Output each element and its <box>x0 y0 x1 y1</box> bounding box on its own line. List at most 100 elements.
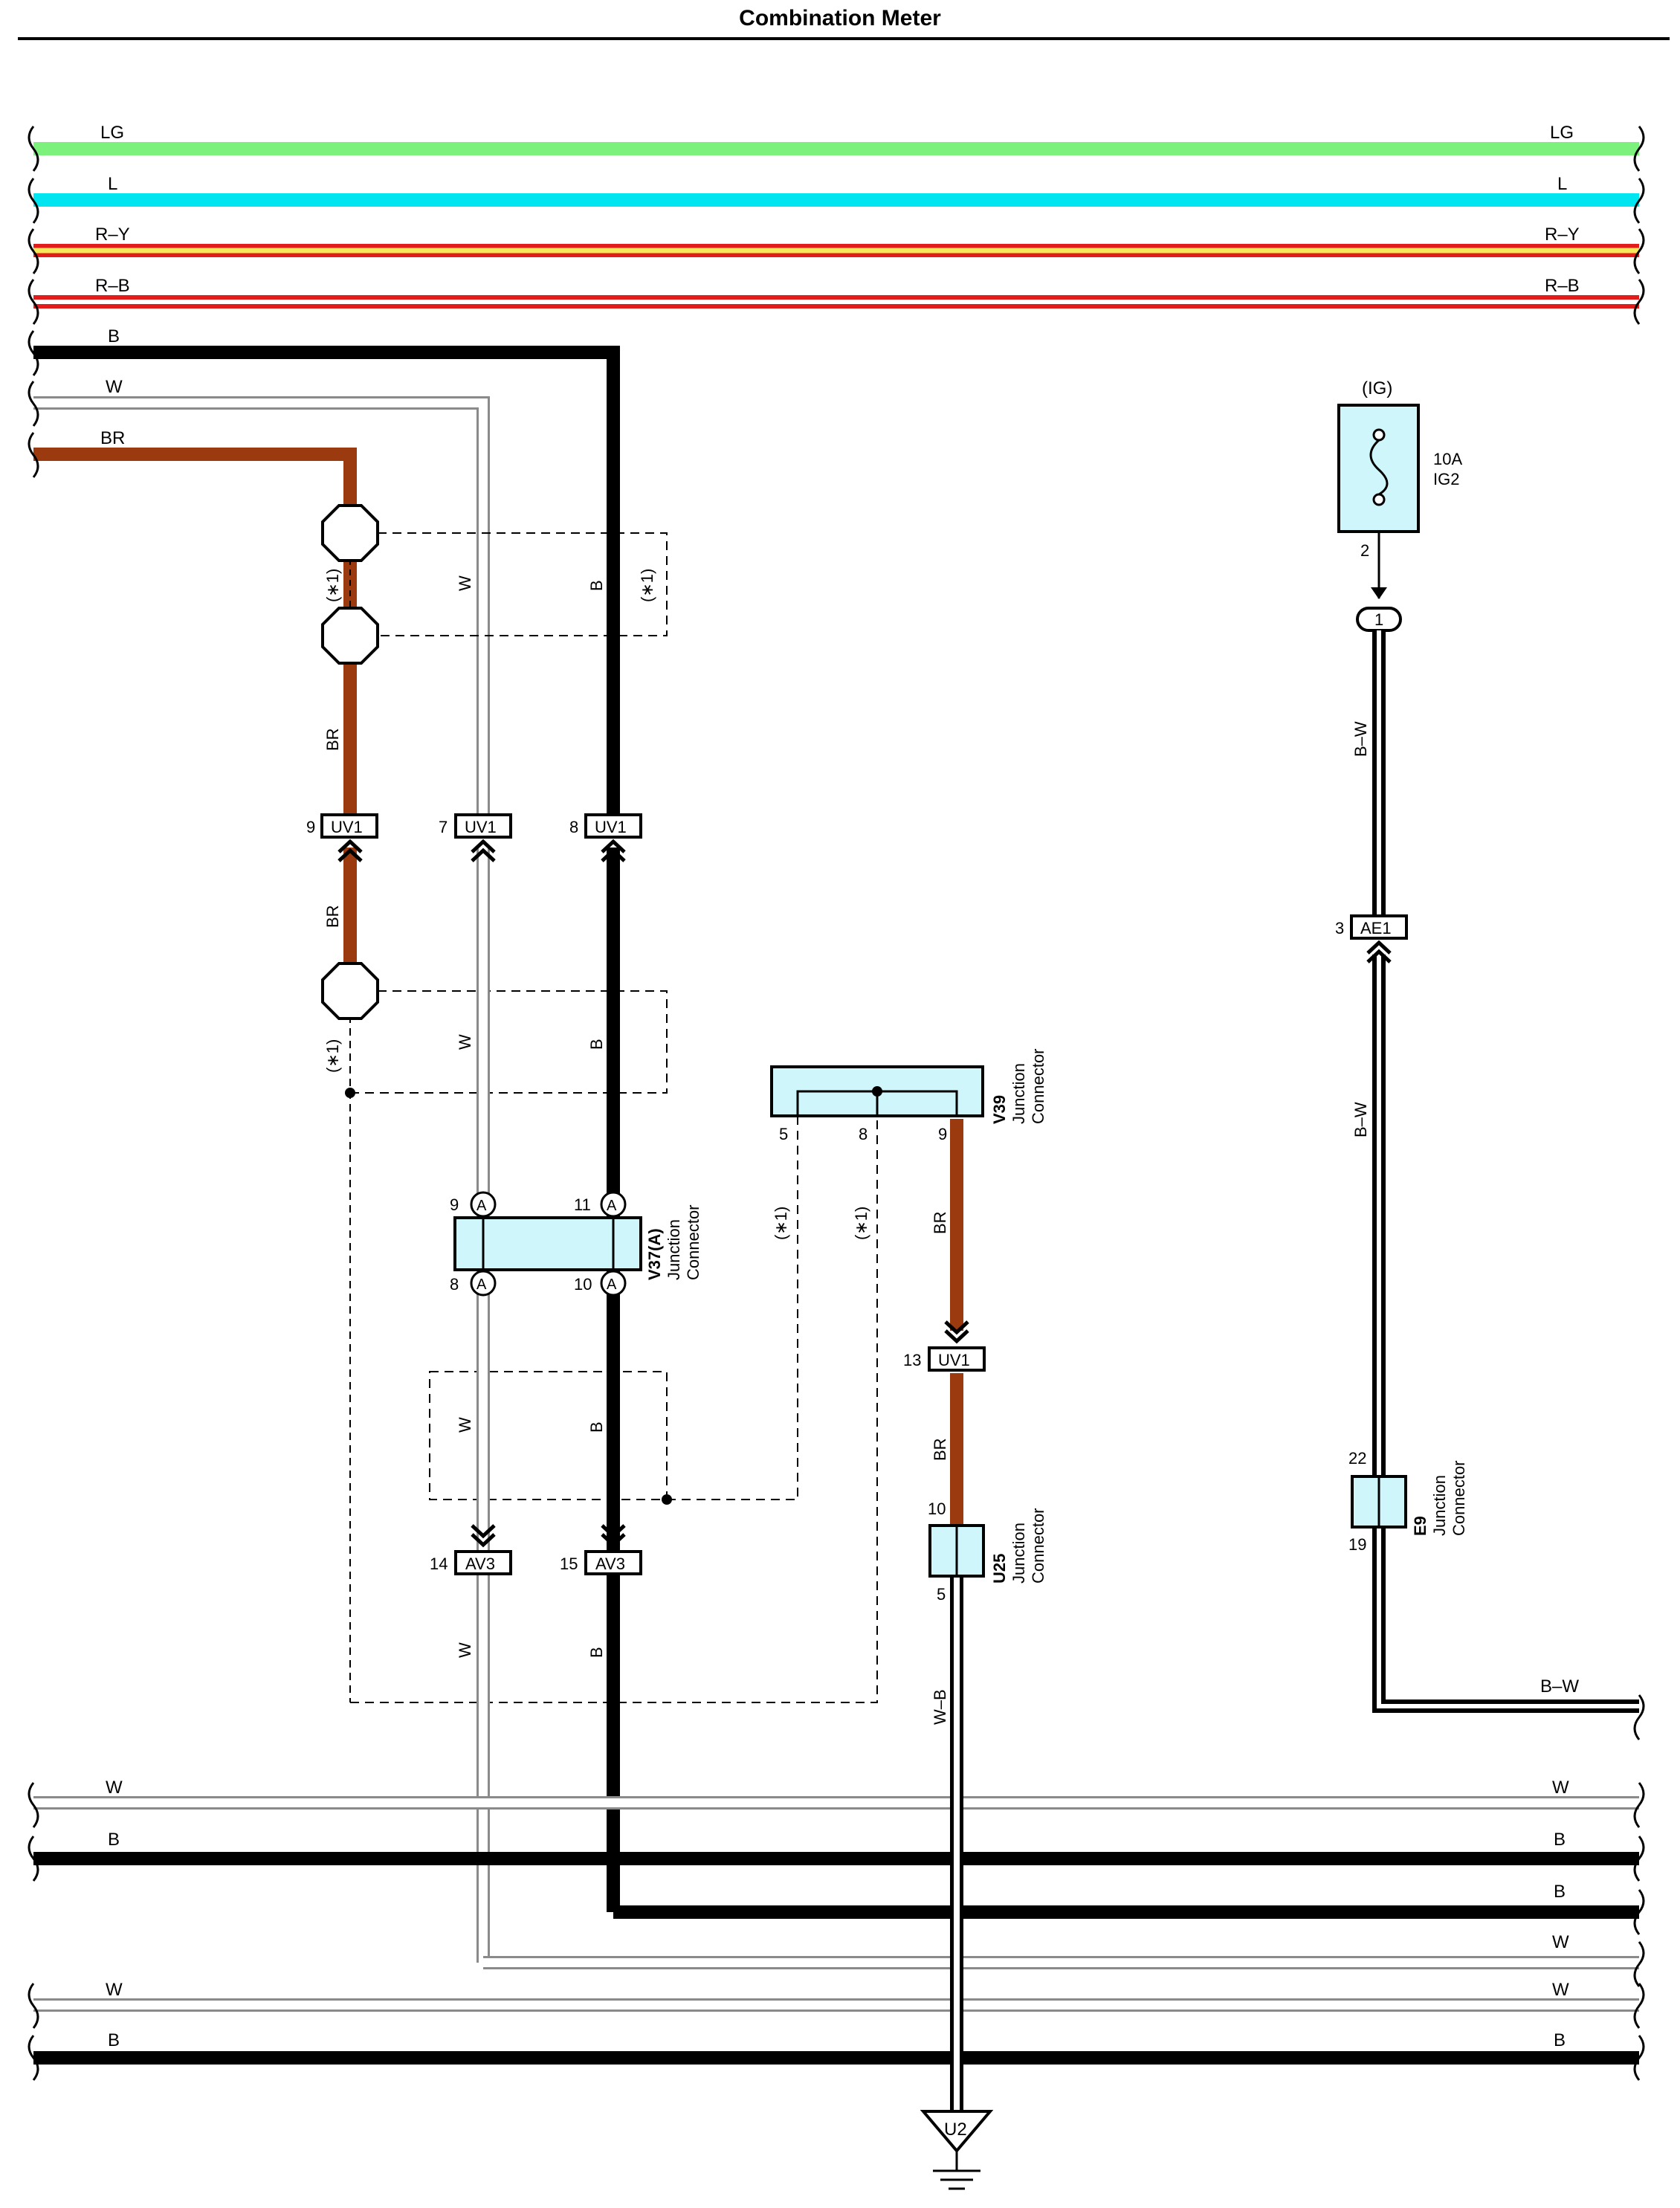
diagram-label: 5 <box>937 1585 946 1604</box>
label-lg-right: LG <box>1550 123 1574 143</box>
label-b1-right: B <box>1554 1830 1566 1850</box>
bottom-wire-labels: W W B B B W W W B B B–W <box>106 1676 1579 2050</box>
diagram-label: W <box>456 1034 474 1050</box>
diagram-label: 9 <box>306 818 315 836</box>
diagram-group: E9 Junction Connector <box>1411 1460 1468 1536</box>
diagram-group: U25 Junction Connector <box>990 1508 1047 1584</box>
diagram-label: BR <box>323 905 342 928</box>
diagram-label: W <box>456 575 474 591</box>
octagon-2 <box>321 607 379 665</box>
label-w-top: W <box>106 377 123 397</box>
label-b2-right: B <box>1554 1882 1566 1902</box>
diagram-label: B–W <box>1351 721 1370 757</box>
diagram-label: UV1 <box>938 1351 970 1369</box>
diagram-label: UV1 <box>595 818 627 836</box>
diagram-label: U2 <box>944 2120 967 2140</box>
diagram-label: 11 <box>574 1195 591 1214</box>
diagram-label: B <box>587 1647 606 1658</box>
diagram-label: (∗1) <box>323 569 342 602</box>
diagram-label: Junction <box>1009 1523 1028 1584</box>
diagram-label: Junction <box>1430 1475 1449 1536</box>
wire-b-w <box>1372 630 1639 1713</box>
diagram-label: E9 <box>1411 1516 1429 1536</box>
label-bw-right: B–W <box>1540 1676 1579 1697</box>
diagram-label: Junction <box>665 1219 683 1280</box>
diagram-label: (∗1) <box>638 569 656 602</box>
bottom-harness <box>33 1796 1639 2065</box>
b-branch <box>607 848 1639 1919</box>
label-rb-left: R–B <box>95 276 130 296</box>
diagram-group <box>944 1320 969 1344</box>
diagram-label: W <box>456 1642 474 1658</box>
label-l-right: L <box>1557 174 1567 194</box>
octagon-1 <box>321 504 379 562</box>
uv1-13-connector: UV1 13 <box>903 1346 986 1372</box>
label-w3-left: W <box>106 1980 123 2000</box>
diagram-label: W–B <box>931 1689 949 1725</box>
diagram-label: (IG) <box>1362 378 1392 398</box>
label-w1-right: W <box>1552 1778 1569 1798</box>
label-b3-left: B <box>108 2030 120 2050</box>
label-b1-left: B <box>108 1830 120 1850</box>
wire-w-main <box>33 396 490 814</box>
diagram-label: 9 <box>938 1125 947 1143</box>
diagram-label: Connector <box>1029 1048 1047 1124</box>
bottom-break-marks <box>28 1694 1645 2081</box>
diagram-label: Connector <box>1029 1508 1047 1584</box>
label-rb-right: R–B <box>1545 276 1580 296</box>
diagram-label: BR <box>931 1211 949 1234</box>
diagram-label: A <box>607 1276 617 1293</box>
diagram-label: 3 <box>1335 919 1344 937</box>
diagram-group: V37(A) Junction Connector <box>645 1204 702 1280</box>
diagram-label: 10 <box>928 1500 946 1518</box>
diagram-label: B <box>587 1421 606 1433</box>
diagram-label: B <box>587 580 606 591</box>
diagram-label: 22 <box>1348 1449 1366 1468</box>
av3-chevrons <box>471 1524 626 1548</box>
diagram-label: Connector <box>684 1204 702 1280</box>
av3-connectors: AV3 14 AV3 15 <box>430 1550 642 1575</box>
diagram-label: (∗1) <box>852 1207 870 1240</box>
uv1-connectors: UV1 9 UV1 7 UV1 8 <box>306 813 642 839</box>
left-break-marks <box>28 126 39 478</box>
shield-octagons <box>321 504 379 1020</box>
label-lg-left: LG <box>100 123 124 143</box>
diagram-label: 8 <box>569 818 578 836</box>
diagram-label: B <box>587 1039 606 1050</box>
diagram-label: IG2 <box>1433 470 1459 488</box>
diagram-label: V39 <box>990 1095 1009 1124</box>
diagram-title: Combination Meter <box>739 6 941 30</box>
diagram-label: 2 <box>1360 541 1369 560</box>
diagram-label: 14 <box>430 1555 448 1573</box>
label-b-top: B <box>108 326 120 346</box>
diagram-label: 1 <box>1374 610 1383 629</box>
diagram-label: (∗1) <box>323 1039 342 1073</box>
diagram-label: UV1 <box>465 818 497 836</box>
diagram-label: BR <box>323 728 342 751</box>
title-rule <box>18 37 1670 40</box>
diagram-label: U25 <box>990 1554 1009 1584</box>
diagram-label: 8 <box>450 1275 459 1294</box>
diagram-label: BR <box>931 1438 949 1461</box>
label-br-top: BR <box>100 428 125 448</box>
fuse-ig2: (IG) 10A IG2 2 1 <box>1337 378 1462 632</box>
diagram-label: 5 <box>779 1125 788 1143</box>
junction-e9: 22 19 E9 Junction Connector <box>1348 1449 1468 1554</box>
ae1-connector: AE1 3 <box>1335 914 1408 940</box>
vertical-wire-labels: W B (∗1) (∗1) BR BR W B (∗1) W B W B (∗1… <box>323 569 1370 1725</box>
ground-u2: U2 <box>920 2110 994 2190</box>
junction-u25: 10 5 U25 Junction Connector <box>928 1500 1047 1604</box>
right-break-marks <box>1633 126 1645 325</box>
diagram-label: W <box>456 1417 474 1433</box>
diagram-label: 15 <box>560 1555 578 1573</box>
uv1-chevrons <box>337 839 626 862</box>
diagram-label: V37(A) <box>645 1228 664 1280</box>
junction-v39: 5 8 9 V39 Junction Connector <box>770 1048 1047 1143</box>
diagram-label: (∗1) <box>772 1207 790 1240</box>
diagram-group <box>1366 940 1392 963</box>
label-l-left: L <box>108 174 117 194</box>
diagram-label: UV1 <box>331 818 363 836</box>
label-ry-right: R–Y <box>1545 225 1580 245</box>
diagram-label: AV3 <box>465 1555 495 1573</box>
